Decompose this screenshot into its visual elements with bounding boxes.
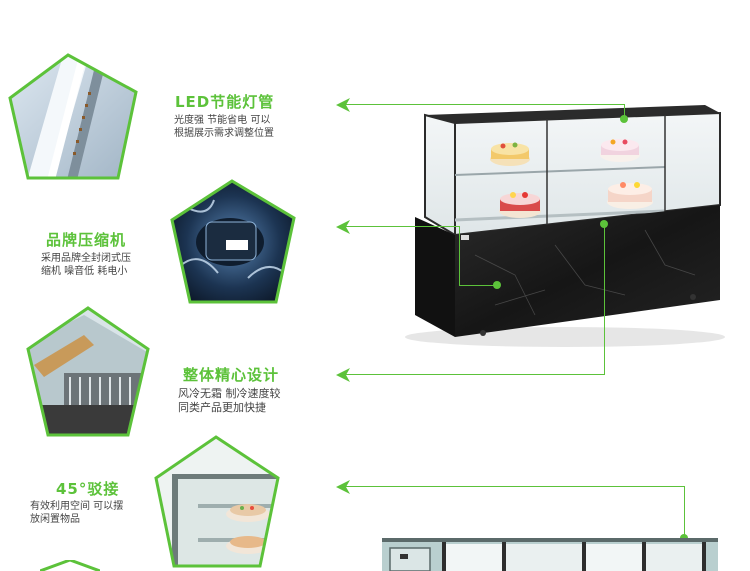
led-tube-pentagon xyxy=(8,53,138,180)
connector-design-v xyxy=(604,224,605,375)
connector-design-h xyxy=(345,374,605,375)
feature-desc-joint-2: 放闲置物品 xyxy=(30,514,80,525)
feature-desc-joint-1: 有效利用空间 可以摆 xyxy=(30,501,124,512)
arrow-left-icon xyxy=(336,220,350,234)
connector-joint-h xyxy=(345,486,685,487)
connector-led-h xyxy=(345,104,625,105)
dot-led xyxy=(620,115,628,123)
dot-compressor xyxy=(493,281,501,289)
arrow-left-icon xyxy=(336,98,350,112)
feature-title-joint: 45°驳接 xyxy=(56,480,120,498)
cabinet-detail-pentagon xyxy=(26,306,150,437)
connector-compressor-h2 xyxy=(459,285,497,286)
dot-design xyxy=(600,220,608,228)
connector-led-v xyxy=(624,104,625,118)
arrow-left-icon xyxy=(336,480,350,494)
feature-desc-compressor-2: 缩机 噪音低 耗电小 xyxy=(41,266,128,277)
connector-compressor-h xyxy=(345,226,460,227)
connector-joint-v xyxy=(684,486,685,538)
corner-joint-pentagon xyxy=(154,435,280,568)
display-cabinet-image xyxy=(405,105,725,347)
feature-desc-design-1: 风冷无霜 制冷速度较 xyxy=(178,387,281,400)
feature-title-compressor: 品牌压缩机 xyxy=(46,231,127,249)
arrow-left-icon xyxy=(336,368,350,382)
compressor-pentagon xyxy=(170,179,296,304)
feature-desc-design-2: 同类产品更加快捷 xyxy=(178,401,266,414)
connector-compressor-v xyxy=(459,226,460,286)
feature-title-led: LED节能灯管 xyxy=(175,93,275,111)
bottom-cabinet-image xyxy=(382,538,718,571)
feature-desc-led-1: 光度强 节能省电 可以 xyxy=(174,115,271,126)
feature-desc-compressor-1: 采用品牌全封闭式压 xyxy=(41,253,131,264)
feature-title-design: 整体精心设计 xyxy=(183,366,280,384)
feature-desc-led-2: 根据展示需求调整位置 xyxy=(174,128,274,139)
partial-pentagon xyxy=(40,560,100,571)
